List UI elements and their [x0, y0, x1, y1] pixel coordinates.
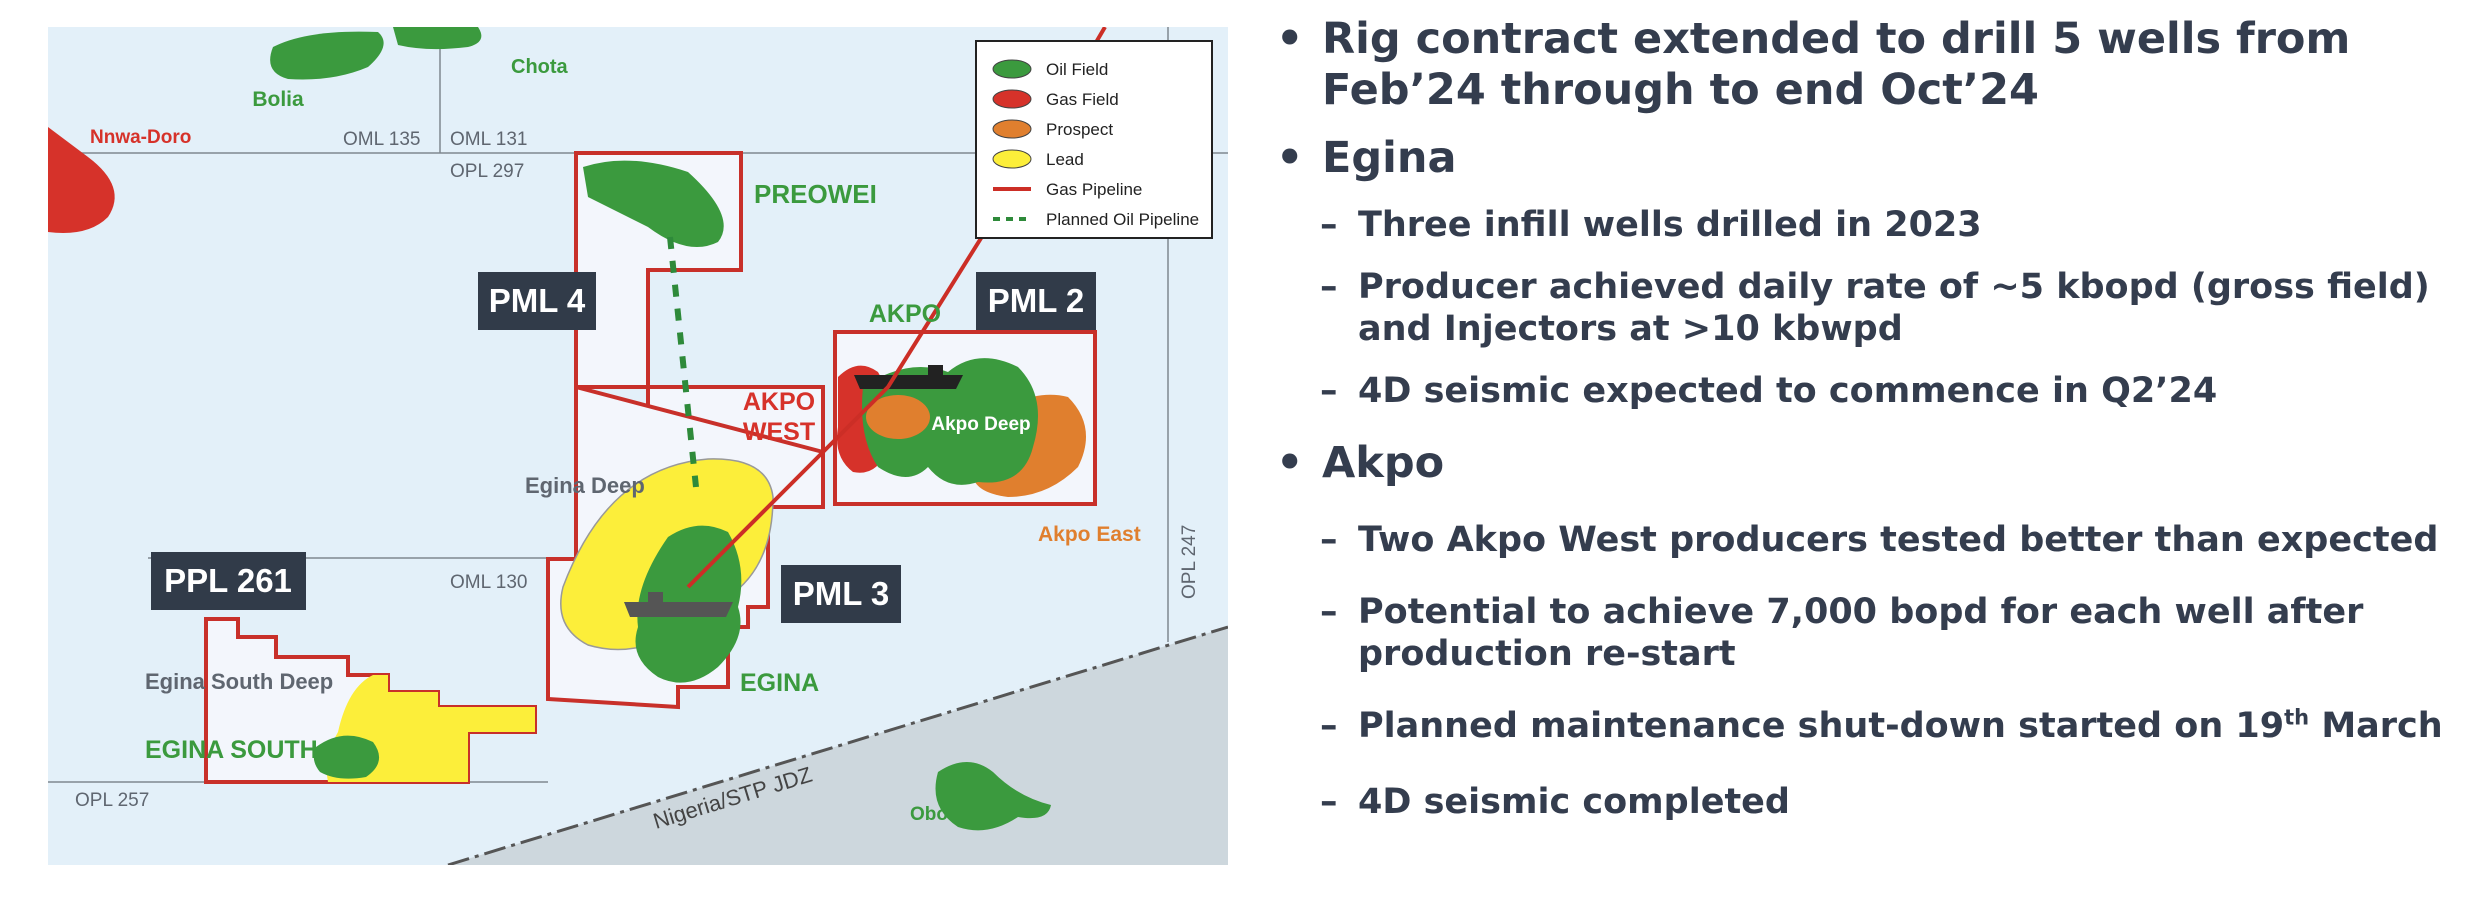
- opl247-label: OPL 247: [1179, 525, 1200, 599]
- bullet-egina: • Egina: [1276, 133, 1457, 183]
- opl297-label: OPL 297: [450, 161, 524, 182]
- akpo-deep-label: Akpo Deep: [931, 414, 1030, 435]
- egina-item-2: – Producer achieved daily rate of ~5 kbo…: [1320, 267, 2430, 349]
- legend-label-2: Prospect: [1046, 120, 1113, 139]
- obo-field: [935, 762, 1051, 831]
- legend-label-5: Planned Oil Pipeline: [1046, 210, 1199, 229]
- legend-symbol-2: [992, 119, 1032, 139]
- egina-south-label: EGINA SOUTH: [145, 736, 318, 764]
- rig-contract-text: Rig contract extended to drill 5 wells f…: [1322, 14, 2351, 115]
- egina-deep-label: Egina Deep: [525, 473, 645, 498]
- legend-label-4: Gas Pipeline: [1046, 180, 1142, 199]
- legend-label-0: Oil Field: [1046, 60, 1108, 79]
- opl257-label: OPL 257: [75, 790, 149, 811]
- legend-symbol-0: [992, 59, 1032, 79]
- akpo-item-4: – 4D seismic completed: [1320, 782, 1790, 822]
- egina-fpso-icon: [624, 592, 733, 617]
- akpo-heading: Akpo: [1322, 438, 1445, 488]
- chota-label: Chota: [511, 56, 569, 78]
- akpo-field: [862, 358, 1038, 485]
- egina-south-field: [313, 735, 380, 779]
- akpo-west-label-1: AKPO: [743, 388, 815, 416]
- bolia-label: Bolia: [252, 88, 304, 111]
- legend-symbol-1: [992, 89, 1032, 109]
- legend-symbol-3: [992, 149, 1032, 169]
- pml2-label: PML 2: [988, 282, 1085, 319]
- ppl261-label: PPL 261: [164, 562, 292, 599]
- akpo-item-3: – Planned maintenance shut-down started …: [1320, 705, 2443, 746]
- egina-south-deep-label: Egina South Deep: [145, 669, 333, 694]
- bolia-field: [270, 31, 384, 80]
- akpo-fpso-icon: [854, 365, 963, 389]
- preowei-label: PREOWEI: [754, 179, 877, 209]
- planned-oil-pipeline: [667, 236, 699, 488]
- field-map: PML 4 PML 2 PML 3 PPL 261 Bolia Chota Nn…: [48, 27, 1228, 865]
- egina-item-3: – 4D seismic expected to commence in Q2’…: [1320, 371, 2218, 411]
- bullet-rig: • Rig contract extended to drill 5 wells…: [1276, 14, 2351, 115]
- nnwa-doro-field: [48, 127, 115, 233]
- oml130-label: OML 130: [450, 572, 527, 593]
- pml4-label: PML 4: [489, 282, 586, 319]
- pml3-label: PML 3: [793, 575, 890, 612]
- chota-field: [393, 27, 482, 50]
- legend-label-3: Lead: [1046, 150, 1084, 169]
- oml131-label: OML 131: [450, 129, 527, 150]
- block-labels: [151, 272, 1096, 623]
- akpo-item-2: – Potential to achieve 7,000 bopd for ea…: [1320, 592, 2364, 674]
- egina-label: EGINA: [740, 669, 819, 697]
- akpo-west-prospect: [866, 395, 930, 439]
- egina-heading: Egina: [1322, 133, 1457, 183]
- bullet-akpo: • Akpo: [1276, 438, 1445, 488]
- akpo-item-1: – Two Akpo West producers tested better …: [1320, 520, 2439, 560]
- akpo-west-label-2: WEST: [743, 418, 815, 446]
- bullet-list: • Rig contract extended to drill 5 wells…: [1270, 14, 2465, 823]
- legend-label-1: Gas Field: [1046, 90, 1119, 109]
- akpo-east-label: Akpo East: [1038, 523, 1141, 546]
- egina-item-1: – Three infill wells drilled in 2023: [1320, 205, 1982, 245]
- nnwa-doro-label: Nnwa-Doro: [90, 127, 191, 148]
- preowei-field: [583, 160, 724, 247]
- obo-label: Obo: [910, 804, 948, 825]
- akpo-label: AKPO: [869, 300, 941, 328]
- oml135-label: OML 135: [343, 129, 420, 150]
- jdz-boundary: [447, 625, 1228, 865]
